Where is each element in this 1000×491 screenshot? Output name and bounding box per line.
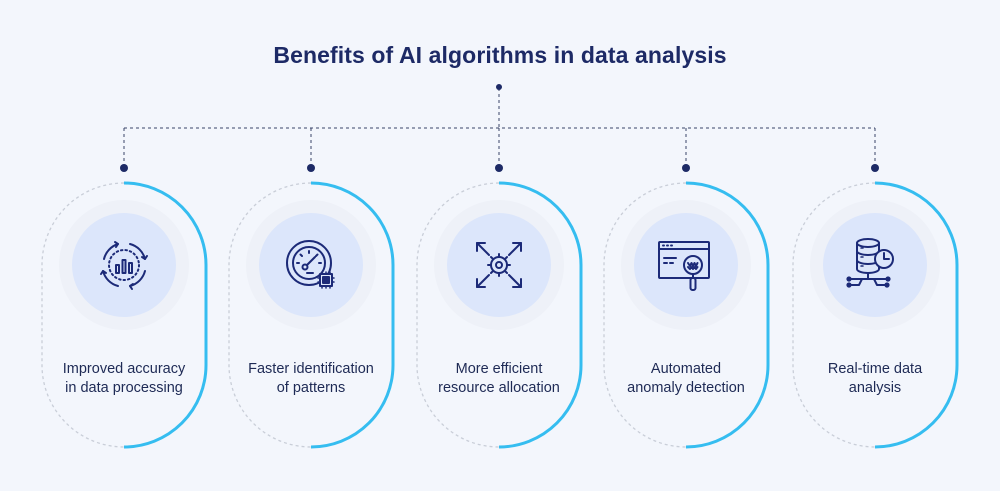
node-dot [495, 164, 503, 172]
benefit-label: Real-time data analysis [827, 361, 923, 396]
node-dot [682, 164, 690, 172]
cycle-chart-icon [100, 241, 148, 290]
diagram-title: Benefits of AI algorithms in data analys… [273, 42, 727, 68]
card-frame [603, 181, 770, 449]
benefit-card: More efficient resource allocation [414, 180, 584, 450]
card-frame [228, 181, 395, 449]
database-clock-icon [846, 238, 894, 288]
node-dot [871, 164, 879, 172]
benefit-card: Faster identification of patterns [226, 180, 396, 450]
card-frame [792, 181, 959, 449]
benefit-card: Automated anomaly detection [601, 180, 771, 450]
benefit-label: Automated anomaly detection [627, 361, 745, 396]
root-dot [496, 84, 502, 90]
speedometer-chip-icon [286, 240, 335, 289]
browser-magnifier-icon [658, 241, 710, 291]
card-frame [41, 181, 208, 449]
node-dot [307, 164, 315, 172]
benefit-label: Improved accuracy in data processing [62, 361, 186, 396]
benefit-label: Faster identification of patterns [248, 361, 374, 396]
benefit-label: More efficient resource allocation [438, 361, 560, 396]
benefit-card: Improved accuracy in data processing [39, 180, 209, 450]
benefit-card: Real-time data analysis [790, 180, 960, 450]
gear-arrows-icon [476, 242, 522, 288]
node-dot [120, 164, 128, 172]
card-frame [416, 181, 583, 449]
